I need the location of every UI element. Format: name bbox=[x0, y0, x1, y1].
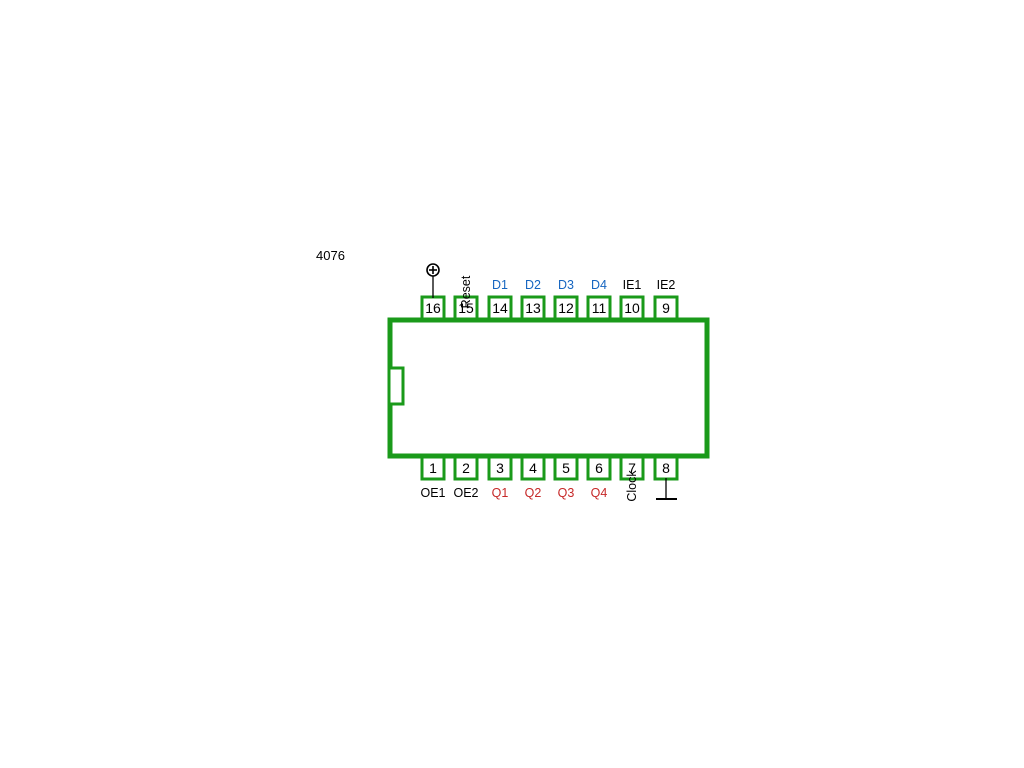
pin-signal-label: D1 bbox=[492, 278, 508, 292]
pin-signal-label: Q1 bbox=[492, 486, 509, 500]
pin-signal-label: OE1 bbox=[420, 486, 445, 500]
pin-number: 2 bbox=[462, 460, 470, 476]
pin-signal-label: Reset bbox=[459, 275, 473, 308]
bottom-pin-5: 5Q3 bbox=[553, 455, 579, 500]
pin-box bbox=[653, 295, 679, 321]
pin-signal-label: D4 bbox=[591, 278, 607, 292]
pin-number: 8 bbox=[662, 460, 670, 476]
pin-number: 16 bbox=[425, 300, 441, 316]
pin-box bbox=[520, 455, 546, 481]
pin-box bbox=[619, 295, 645, 321]
pin-box bbox=[586, 455, 612, 481]
pin-box bbox=[487, 295, 513, 321]
pin-box bbox=[619, 455, 645, 481]
pin-box bbox=[553, 455, 579, 481]
pin-box bbox=[586, 295, 612, 321]
plus-circle-icon bbox=[426, 263, 440, 298]
bottom-pin-3: 3Q1 bbox=[487, 455, 513, 500]
pin-signal-label: Q3 bbox=[558, 486, 575, 500]
pin-number: 7 bbox=[628, 460, 636, 476]
chip-part-number: 4076 bbox=[316, 248, 345, 263]
pin-number: 12 bbox=[558, 300, 574, 316]
pin-box bbox=[487, 455, 513, 481]
pin-number: 3 bbox=[496, 460, 504, 476]
pin-signal-label: Clock bbox=[625, 470, 639, 502]
pin-signal-label: IE1 bbox=[623, 278, 642, 292]
pin-box bbox=[453, 295, 479, 321]
top-pin-9: 9 IE2 bbox=[653, 278, 679, 321]
pin-signal-label: D2 bbox=[525, 278, 541, 292]
pin-number: 1 bbox=[429, 460, 437, 476]
pin-number: 9 bbox=[662, 300, 670, 316]
pin-signal-label: Q4 bbox=[591, 486, 608, 500]
bottom-pin-4: 4Q2 bbox=[520, 455, 546, 500]
top-pin-16: 16 bbox=[420, 295, 446, 321]
pin-number: 6 bbox=[595, 460, 603, 476]
bottom-pin-8: 8 bbox=[653, 455, 679, 481]
pin-signal-label: Q2 bbox=[525, 486, 542, 500]
pin-box bbox=[520, 295, 546, 321]
pin-box bbox=[420, 455, 446, 481]
bottom-pin-6: 6Q4 bbox=[586, 455, 612, 500]
top-pin-12: 12 D3 bbox=[553, 278, 579, 321]
chip-body bbox=[387, 317, 710, 459]
pin-number: 5 bbox=[562, 460, 570, 476]
pin-number: 14 bbox=[492, 300, 508, 316]
pin-box bbox=[453, 455, 479, 481]
pin-signal-label: D3 bbox=[558, 278, 574, 292]
pin-number: 13 bbox=[525, 300, 541, 316]
chip-notch bbox=[387, 366, 405, 406]
pin-number: 15 bbox=[458, 300, 474, 316]
top-pin-10: 10 IE1 bbox=[619, 278, 645, 321]
pin-signal-label: IE2 bbox=[657, 278, 676, 292]
pin-box bbox=[553, 295, 579, 321]
pin-number: 10 bbox=[624, 300, 640, 316]
top-pin-14: 14 D1 bbox=[487, 278, 513, 321]
pin-number: 11 bbox=[592, 300, 607, 316]
top-pin-11: 11 D4 bbox=[586, 278, 612, 321]
ground-icon bbox=[656, 478, 677, 500]
pin-number: 4 bbox=[529, 460, 537, 476]
top-pin-13: 13 D2 bbox=[520, 278, 546, 321]
pin-signal-label: OE2 bbox=[453, 486, 478, 500]
